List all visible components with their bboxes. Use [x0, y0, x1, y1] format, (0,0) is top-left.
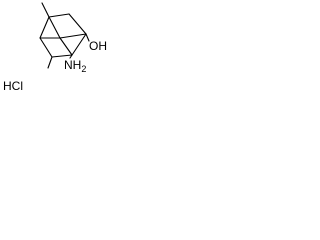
amine-label: NH2 [64, 58, 86, 74]
amine-subscript: 2 [81, 64, 86, 74]
hydroxyl-label: OH [89, 39, 107, 53]
bond-top-left [39, 16, 50, 39]
bond-top-right [48, 13, 70, 18]
amine-text: NH [64, 58, 81, 72]
bond-c1-amine-carbon [71, 33, 87, 56]
bond-inner-lower [59, 37, 73, 56]
bond-inner-right [59, 33, 87, 39]
bond-c-nh2 [69, 54, 73, 59]
bond-left-bottom [39, 37, 53, 58]
molecule-diagram: OH NH2 HCl [3, 2, 107, 93]
bond-bottom-right [51, 54, 73, 58]
salt-label: HCl [3, 79, 23, 93]
bond-bottom-methyl [47, 56, 53, 69]
bond-methyl-top [41, 2, 50, 18]
bond-inner-upper [48, 16, 61, 39]
adamantane-skeleton [39, 2, 90, 69]
bond-c-oh [85, 33, 90, 42]
bond-topright-c1 [68, 13, 87, 35]
